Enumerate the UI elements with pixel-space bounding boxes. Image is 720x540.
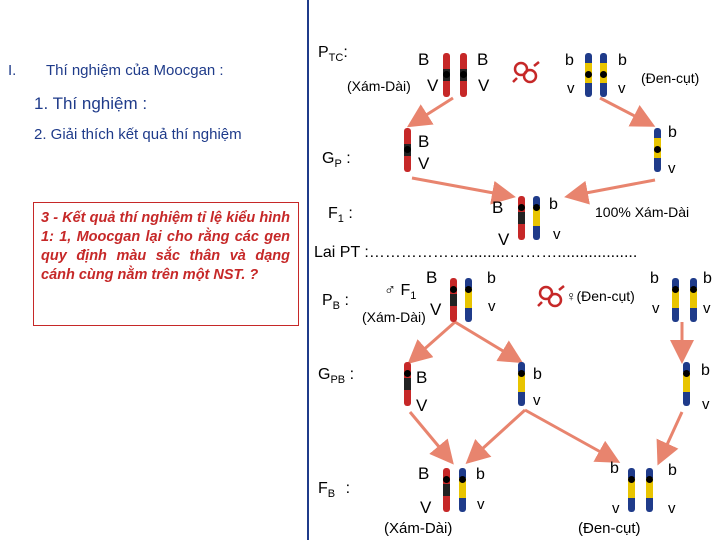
cross-symbol-1 <box>512 61 540 84</box>
allele-b: b <box>610 460 619 477</box>
arrow-p-right <box>599 96 656 127</box>
allele-v: v <box>533 392 541 409</box>
chromosome <box>459 468 466 512</box>
allele-V: V <box>478 76 490 95</box>
allele-v: v <box>668 160 676 177</box>
arrow-pb-left1 <box>407 320 456 364</box>
arrow-g-3 <box>524 408 621 463</box>
phenotype-den-cut: (Đen-cụt) <box>578 520 641 537</box>
allele-V: V <box>430 300 442 319</box>
f1-result: 100% Xám-Dài <box>595 204 690 220</box>
label-gpb: GPB : <box>318 366 355 387</box>
allele-v: v <box>553 226 561 243</box>
chromosome <box>443 468 450 512</box>
chromosome <box>646 468 653 512</box>
chromosome <box>465 278 472 322</box>
arrow-gp-right <box>564 178 656 205</box>
label-f1: F1 : <box>328 205 353 226</box>
allele-b: b <box>668 124 677 141</box>
chromosome <box>404 362 411 406</box>
arrow-gp-left <box>411 176 516 205</box>
allele-V: V <box>416 396 428 415</box>
item-3-box: 3 - Kết quả thí nghiệm tỉ lệ kiểu hình 1… <box>33 202 299 326</box>
allele-B: B <box>418 50 430 69</box>
chromosome <box>672 278 679 322</box>
chromosome <box>683 362 690 406</box>
label-fb: FB : <box>318 480 351 501</box>
allele-B: B <box>477 50 489 69</box>
chromosome <box>628 468 635 512</box>
chromosome <box>518 362 525 406</box>
section-roman: I. <box>8 62 17 79</box>
phenotype-xam-dai: (Xám-Dài) <box>384 520 453 537</box>
phenotype-xam-dai: (Xám-Dài) <box>362 309 426 325</box>
allele-b: b <box>618 52 627 69</box>
allele-v: v <box>477 496 485 513</box>
divider-line <box>307 0 309 540</box>
allele-b: b <box>549 196 558 213</box>
allele-V: V <box>418 154 430 173</box>
item-3-text: 3 - Kết quả thí nghiệm tỉ lệ kiểu hình 1… <box>41 210 290 283</box>
chromosome <box>585 53 592 97</box>
allele-B: B <box>492 198 504 217</box>
male-f1-label: ♂ F1 <box>384 282 417 303</box>
arrow-g-2 <box>465 408 527 465</box>
allele-v: v <box>668 500 676 517</box>
allele-V: V <box>420 498 432 517</box>
chromosome <box>460 53 467 97</box>
allele-b: b <box>650 270 659 287</box>
chromosome <box>404 128 411 172</box>
item-1-heading: 1. Thí nghiệm : <box>34 94 148 113</box>
cross-symbol-2 <box>537 285 565 308</box>
allele-v: v <box>703 300 711 317</box>
chromosome <box>450 278 457 322</box>
chromosome <box>654 128 661 172</box>
female-den-cut: ♀(Đen-cụt) <box>566 288 635 304</box>
allele-v: v <box>652 300 660 317</box>
item-2-heading: 2. Giải thích kết quả thí nghiệm <box>34 126 242 143</box>
label-pb: PB : <box>322 292 349 313</box>
label-gp: GP : <box>322 150 351 171</box>
arrow-pb-left2 <box>454 320 524 364</box>
label-lai-pt: Lai PT :………………..........……….............… <box>314 244 638 261</box>
allele-B: B <box>418 132 430 151</box>
allele-v: v <box>567 80 575 97</box>
arrow-g-1 <box>408 411 454 465</box>
allele-v: v <box>612 500 620 517</box>
allele-b: b <box>701 362 710 379</box>
allele-b: b <box>668 462 677 479</box>
allele-b: b <box>565 52 574 69</box>
allele-V: V <box>498 230 510 249</box>
allele-B: B <box>416 368 428 387</box>
allele-b: b <box>533 366 542 383</box>
chromosome <box>518 196 525 240</box>
allele-v: v <box>618 80 626 97</box>
allele-V: V <box>427 76 439 95</box>
arrow-g-4 <box>656 411 684 466</box>
allele-B: B <box>426 268 438 287</box>
chromosome <box>443 53 450 97</box>
allele-b: b <box>703 270 712 287</box>
arrow-p-left <box>406 96 454 128</box>
phenotype-xam-dai: (Xám-Dài) <box>347 78 411 94</box>
phenotype-den-cut: (Đen-cụt) <box>641 70 700 86</box>
chromosome <box>690 278 697 322</box>
label-ptc: PTC: <box>318 44 348 65</box>
allele-b: b <box>487 270 496 287</box>
allele-B: B <box>418 464 430 483</box>
allele-v: v <box>488 298 496 315</box>
chromosome <box>533 196 540 240</box>
section-title: Thí nghiệm của Moocgan : <box>46 62 224 79</box>
chromosome <box>600 53 607 97</box>
allele-b: b <box>476 466 485 483</box>
allele-v: v <box>702 396 710 413</box>
